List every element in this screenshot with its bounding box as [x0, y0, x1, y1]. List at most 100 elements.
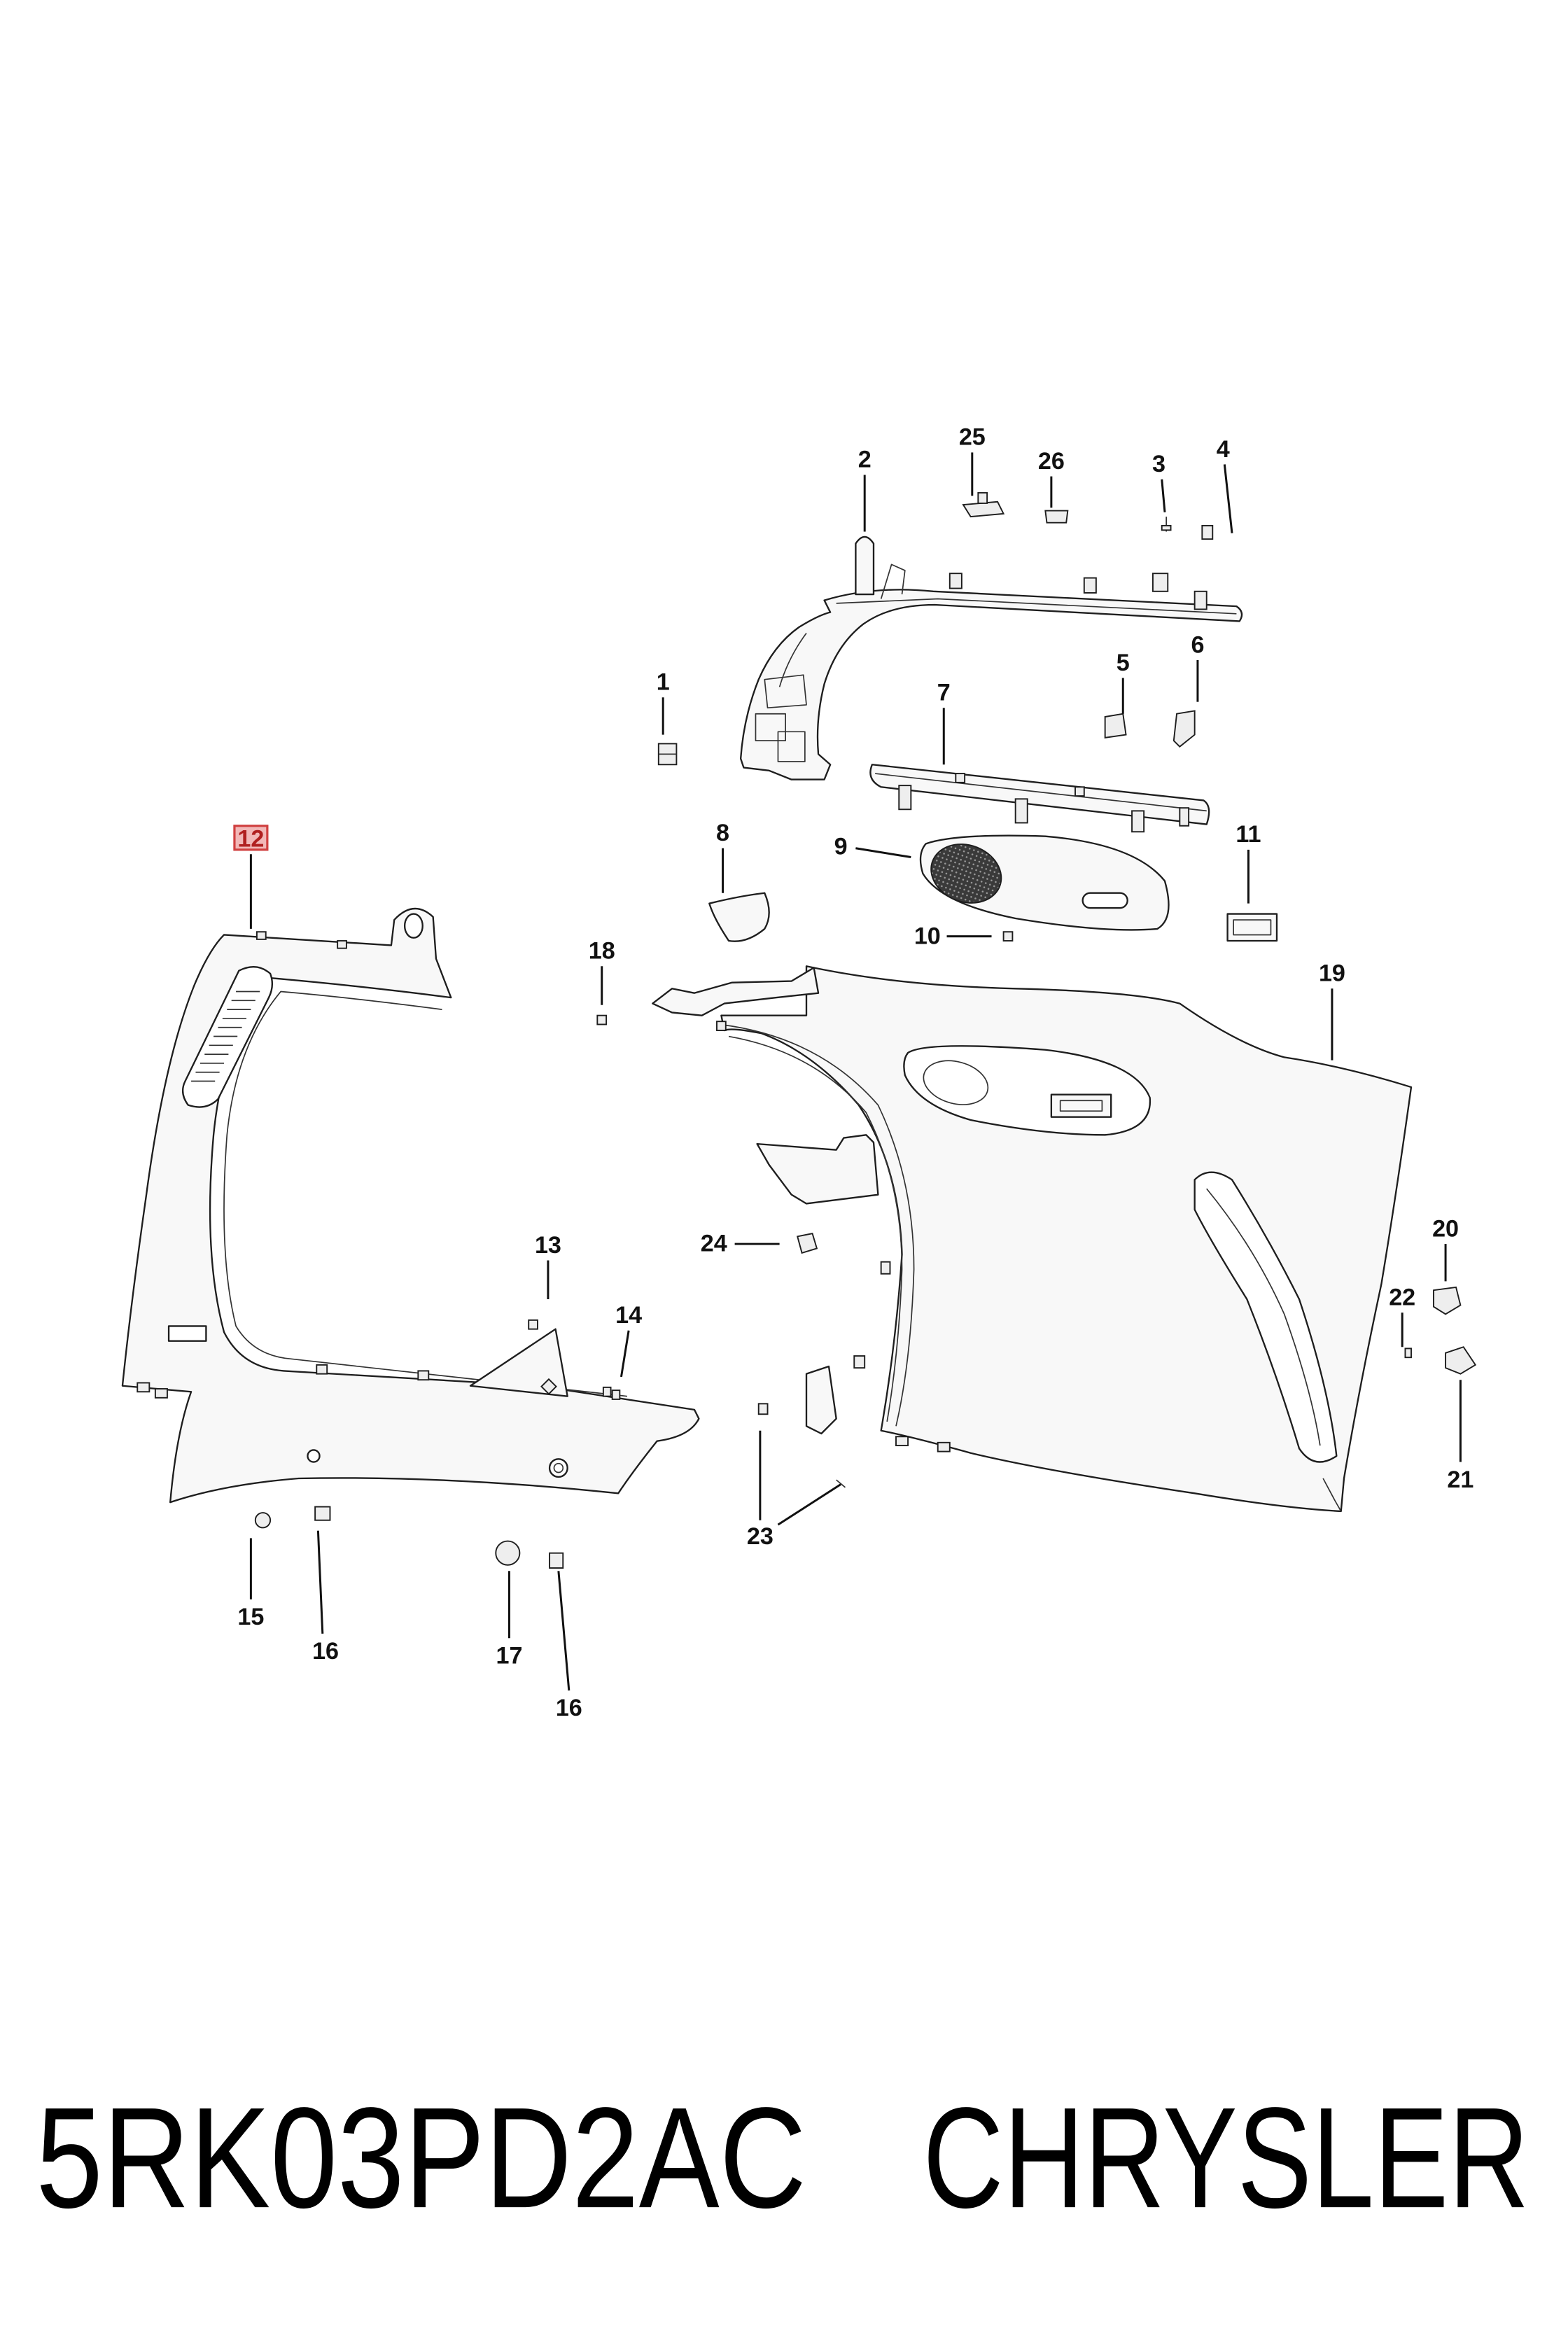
- part-19-clip: [853, 1355, 866, 1369]
- part-12-slot: [167, 1325, 207, 1342]
- small-parts: [254, 492, 1477, 1569]
- part-19-long-recess-edge: [1206, 1188, 1321, 1446]
- callout-22: 22: [1389, 1284, 1415, 1311]
- part-3-screw-head: [1161, 524, 1172, 531]
- part-19-clip: [937, 1441, 951, 1452]
- part-19-clip: [716, 1021, 727, 1031]
- part-23-clip: [757, 1403, 769, 1415]
- callout-25: 25: [959, 424, 986, 451]
- callout-1: 1: [657, 669, 670, 696]
- callout-2: 2: [858, 447, 872, 473]
- part-number: 5RK03PD2AC: [36, 2078, 806, 2238]
- part-7-tab: [898, 785, 912, 811]
- part-19-long-recess: [1194, 1171, 1338, 1463]
- part-19-switch: [1050, 1093, 1112, 1118]
- part-25-clip-top: [977, 492, 988, 504]
- part-2-rib: [755, 713, 786, 741]
- part-12-clip: [255, 931, 267, 940]
- part-19-bottom-flange: [1322, 1478, 1342, 1512]
- part-12-opening-edge: [223, 990, 628, 1397]
- part-22-clip: [1404, 1348, 1412, 1359]
- leader-line-16: [557, 1571, 570, 1691]
- callout-3: 3: [1152, 451, 1166, 477]
- footer: 5RK03PD2AC CHRYSLER: [36, 2078, 1529, 2238]
- part-6-clip: [1172, 710, 1196, 748]
- part-7: [869, 764, 1210, 833]
- part-12-bracket-clip: [540, 1378, 557, 1395]
- callout-labels: 25 26 3 4 2 1 5 6 7 8 9 10 11 12 18 19 1…: [233, 424, 1474, 1721]
- part-10-clip: [1002, 931, 1014, 941]
- part-12-clip: [316, 1364, 328, 1375]
- part-23-wire: [836, 1479, 846, 1488]
- callout-10: 10: [914, 923, 941, 949]
- leader-lines: [249, 452, 1462, 1691]
- callout-15: 15: [237, 1604, 264, 1630]
- part-25-clip: [962, 500, 1005, 518]
- callout-14: 14: [615, 1302, 642, 1329]
- part-2-post: [855, 536, 875, 596]
- part-9-slot: [1082, 892, 1128, 909]
- part-9: [919, 834, 1170, 931]
- part-12-body: [121, 907, 700, 1504]
- part-7-tab: [1014, 798, 1028, 824]
- part-19-pocket: [756, 1134, 879, 1205]
- part-12-clip: [417, 1370, 430, 1381]
- callout-20: 20: [1432, 1215, 1459, 1242]
- part-5-clip: [1104, 713, 1127, 738]
- part-20-clip: [1433, 1286, 1462, 1315]
- callout-16-a: 16: [312, 1638, 339, 1665]
- part-2-tab: [1083, 577, 1097, 594]
- part-2-tab: [948, 573, 962, 589]
- leader-line-3: [1161, 479, 1166, 512]
- part-12-hole: [548, 1458, 568, 1478]
- callout-12-highlight: [233, 825, 269, 851]
- part-21-clip: [1445, 1346, 1477, 1375]
- part-12-tab-hole: [403, 913, 424, 939]
- part-11: [1226, 913, 1278, 942]
- part-19: [652, 965, 1413, 1513]
- part-2-tab: [1194, 590, 1208, 610]
- part-15-plug: [254, 1512, 272, 1529]
- part-12-vent-slats: [191, 990, 260, 1082]
- part-12: [121, 907, 700, 1504]
- callout-8: 8: [716, 820, 729, 846]
- leader-line-4: [1223, 464, 1233, 533]
- callout-9: 9: [834, 833, 848, 860]
- part-14-clip: [611, 1390, 621, 1400]
- part-2: [739, 536, 1243, 780]
- part-2-rib: [764, 674, 807, 709]
- part-4-clip: [1201, 524, 1214, 540]
- callout-23: 23: [747, 1523, 774, 1550]
- callout-21: 21: [1447, 1466, 1474, 1493]
- part-19-clip: [880, 1261, 891, 1275]
- part-12-hole-inner: [553, 1462, 564, 1474]
- part-2-rib: [777, 731, 806, 762]
- part-14-clip: [602, 1386, 612, 1397]
- part-7-edge: [875, 773, 1207, 812]
- part-9-mesh: [930, 844, 1002, 904]
- part-7-tab: [1131, 810, 1145, 833]
- callout-26: 26: [1038, 448, 1065, 475]
- part-7-tab: [1179, 807, 1190, 827]
- part-7-tab: [955, 773, 966, 783]
- part-2-tab: [1152, 573, 1169, 592]
- leader-line-9: [855, 847, 911, 859]
- callout-13: 13: [535, 1232, 561, 1259]
- leader-line-14: [620, 1330, 630, 1378]
- part-12-foot-tab: [136, 1382, 150, 1393]
- callout-24: 24: [701, 1231, 727, 1257]
- part-18-clip: [596, 1014, 608, 1026]
- brand-name: CHRYSLER: [923, 2078, 1529, 2238]
- part-2-body: [739, 589, 1243, 780]
- part-19-opening-edge: [728, 1035, 903, 1422]
- part-19-top-bracket: [652, 967, 820, 1016]
- part-19-opening-edge: [720, 1023, 915, 1427]
- callout-6: 6: [1191, 631, 1204, 658]
- part-19-switch-inner: [1059, 1100, 1103, 1112]
- part-11-inner: [1233, 919, 1272, 936]
- part-2-edge: [778, 633, 807, 687]
- part-12-foot-tab: [154, 1388, 168, 1399]
- callout-19: 19: [1319, 960, 1345, 987]
- part-26-clip: [1044, 510, 1069, 524]
- part-2-bracket: [880, 564, 906, 599]
